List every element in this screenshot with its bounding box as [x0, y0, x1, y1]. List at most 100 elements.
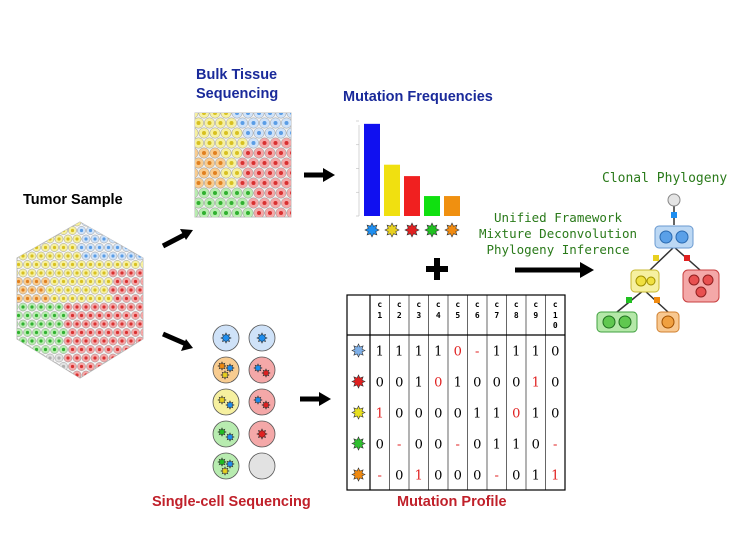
- profile-cell: 0: [434, 469, 442, 484]
- column-header-digit: 5: [455, 311, 460, 320]
- profile-cell: 1: [493, 438, 501, 453]
- mutation-frequency-chart: [356, 120, 460, 217]
- arrow-to-profile: [300, 392, 331, 406]
- unified-framework-text: Unified Framework Mixture Deconvolution …: [478, 210, 638, 258]
- mutation-icon-3: [424, 222, 440, 238]
- profile-cell: 0: [376, 438, 384, 453]
- column-header-c1: c: [377, 300, 382, 309]
- bulk-tissue-sequencing-title: Bulk Tissue Sequencing: [196, 66, 278, 104]
- column-header-digit: 6: [475, 311, 480, 320]
- profile-cell: 0: [512, 407, 520, 422]
- column-header-c9: c: [533, 300, 538, 309]
- profile-cell: -: [475, 345, 479, 360]
- column-header-digit: 3: [416, 311, 421, 320]
- row-mutation-icon-1: [351, 374, 366, 389]
- plus-icon: [426, 258, 448, 280]
- profile-cell: 0: [434, 438, 442, 453]
- profile-cell: -: [553, 438, 557, 453]
- column-header-c6: c: [475, 300, 480, 309]
- arrow-to-framework: [515, 262, 594, 278]
- column-header-digit: 1: [553, 311, 558, 320]
- profile-cell: 0: [395, 407, 403, 422]
- row-mutation-icon-3: [351, 436, 366, 451]
- single-cell-3-0: [212, 420, 240, 448]
- single-cell-column: [212, 324, 276, 480]
- column-header-c4: c: [436, 300, 441, 309]
- profile-cell: 1: [434, 345, 442, 360]
- profile-cell: 0: [512, 469, 520, 484]
- framework-line-1: Unified Framework: [494, 210, 622, 225]
- column-header-digit: 0: [553, 321, 558, 330]
- column-header-c8: c: [514, 300, 519, 309]
- profile-cell: 0: [454, 469, 462, 484]
- mutation-icon-0: [364, 222, 380, 238]
- single-cell-1-0: [212, 356, 240, 384]
- single-cell-1-1: [248, 356, 276, 384]
- profile-cell: 0: [473, 438, 481, 453]
- bar-red-mutation: [404, 176, 420, 216]
- mutation-icon-1: [384, 222, 400, 238]
- clonal-phylogeny-tree: [596, 193, 720, 333]
- mutation-icon-4: [444, 222, 460, 238]
- tree-edge-mutation-orange: [654, 297, 660, 303]
- single-cell-2-0: [212, 388, 240, 416]
- profile-cell: 1: [415, 376, 423, 391]
- frequency-mutation-icons: [364, 222, 460, 238]
- single-cell-sequencing-title: Single-cell Sequencing: [152, 494, 311, 510]
- profile-cell: 1: [415, 469, 423, 484]
- column-header-digit: 2: [397, 311, 402, 320]
- column-header-c7: c: [494, 300, 499, 309]
- profile-cell: 1: [415, 345, 423, 360]
- tree-edge-mutation-red: [684, 255, 690, 261]
- mutation-icon-2: [404, 222, 420, 238]
- profile-cell: 1: [512, 345, 520, 360]
- profile-cell: 1: [532, 407, 540, 422]
- column-header-digit: 7: [494, 311, 499, 320]
- arrow-to-frequencies: [304, 168, 335, 182]
- bulk-title-line1: Bulk Tissue: [196, 67, 278, 83]
- tumor-sample-title: Tumor Sample: [23, 192, 123, 208]
- profile-cell: 1: [376, 407, 384, 422]
- mutation-profile-title: Mutation Profile: [397, 494, 507, 510]
- profile-cell: 0: [454, 407, 462, 422]
- profile-cell: 1: [532, 376, 540, 391]
- profile-cell: 0: [376, 376, 384, 391]
- bar-orange-mutation: [444, 196, 460, 216]
- tree-edge-mutation-green: [626, 297, 632, 303]
- profile-cell: 1: [512, 438, 520, 453]
- bar-yellow-mutation: [384, 164, 400, 216]
- column-header-c3: c: [416, 300, 421, 309]
- framework-line-2: Mixture Deconvolution: [478, 226, 638, 241]
- tree-edge-mutation-yellow: [653, 255, 659, 261]
- single-cell-4-0: [212, 452, 240, 480]
- column-header-digit: 9: [533, 311, 538, 320]
- profile-cell: 1: [532, 345, 540, 360]
- profile-cell: -: [495, 469, 499, 484]
- single-cell-2-1: [248, 388, 276, 416]
- bulk-title-line2: Sequencing: [196, 86, 279, 102]
- bar-blue-mutation: [364, 123, 380, 216]
- arrow-to-bulk: [161, 229, 193, 249]
- profile-cell: -: [456, 438, 460, 453]
- column-header-digit: 8: [514, 311, 519, 320]
- profile-cell: 1: [493, 407, 501, 422]
- profile-cell: 1: [454, 376, 462, 391]
- column-header-c2: c: [397, 300, 402, 309]
- tree-edge-mutation-blue: [671, 212, 677, 218]
- profile-cell: 0: [415, 438, 423, 453]
- arrow-to-single-cell: [162, 331, 193, 351]
- row-mutation-icon-2: [351, 405, 366, 420]
- column-header-digit: 4: [436, 311, 441, 320]
- profile-cell: 1: [532, 469, 540, 484]
- bar-green-mutation: [424, 196, 440, 216]
- tumor-sample-hexagon: [16, 221, 144, 379]
- profile-table-border: [346, 294, 566, 491]
- row-mutation-icon-0: [351, 343, 366, 358]
- profile-cell: -: [397, 438, 401, 453]
- profile-cell: 0: [395, 469, 403, 484]
- framework-line-3: Phylogeny Inference: [486, 242, 630, 257]
- profile-cell: 0: [551, 376, 559, 391]
- column-header-c5: c: [455, 300, 460, 309]
